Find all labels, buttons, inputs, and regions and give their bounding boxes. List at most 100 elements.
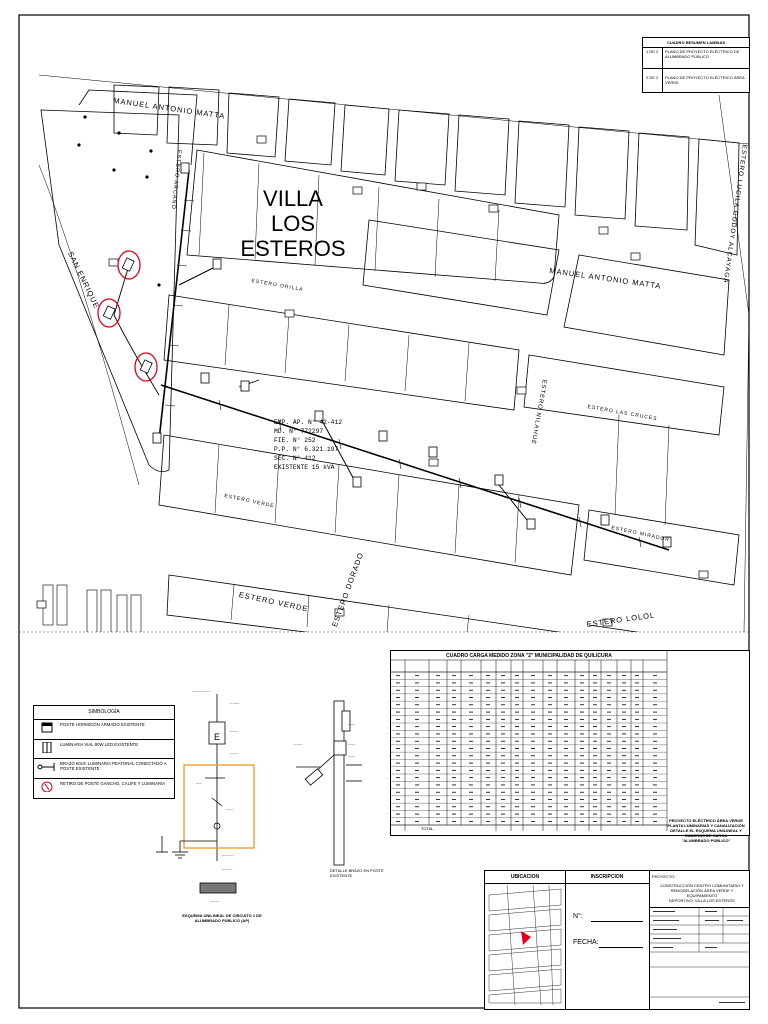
load-table-cell-mark	[501, 791, 505, 793]
load-table-cell-mark	[486, 675, 490, 677]
load-table-cell-mark	[580, 784, 584, 786]
load-table-cell-mark	[593, 784, 597, 786]
load-table-cell-mark	[580, 769, 584, 771]
load-table-cell-mark	[593, 755, 597, 757]
legend-box: SIMBOLOGÍA POSTE HORMIGÓN ARMADO EXISTEN…	[33, 705, 175, 799]
load-table-cell-mark	[548, 675, 552, 677]
load-table-cell-mark	[396, 718, 400, 720]
removal-poles	[102, 257, 153, 374]
load-table-cell-mark	[469, 718, 473, 720]
load-table-cell-mark	[436, 718, 440, 720]
load-table-cell-mark	[436, 791, 440, 793]
load-table-cell-mark	[580, 718, 584, 720]
load-table-cell-mark	[531, 799, 535, 800]
load-table-cell-mark	[531, 791, 535, 793]
load-table-cell-mark	[531, 726, 535, 728]
load-table-cell-mark	[415, 755, 419, 757]
svg-text:----------: ----------	[222, 853, 234, 857]
load-table-cell-mark	[531, 733, 535, 735]
load-table-cell-mark	[580, 755, 584, 757]
load-table-cell-mark	[501, 697, 505, 698]
load-table-cell-mark	[515, 777, 519, 779]
load-table-cell-mark	[564, 726, 568, 728]
load-table-cell-mark	[531, 740, 535, 742]
load-table-cell-mark	[415, 799, 419, 800]
load-table-cell-mark	[436, 689, 440, 691]
load-table-cell-mark	[607, 820, 611, 822]
load-table-cell-mark	[501, 799, 505, 800]
load-table-cell-mark	[564, 791, 568, 793]
load-table-cell-mark	[501, 704, 505, 706]
load-table-cell-mark	[501, 726, 505, 728]
load-table-cell-mark	[593, 704, 597, 706]
load-table-cell-mark	[635, 682, 639, 684]
load-table-cell-mark	[436, 769, 440, 771]
load-table-cell-mark	[622, 740, 626, 742]
load-table-cell-mark	[564, 711, 568, 713]
number-label: N°:	[573, 913, 583, 920]
load-table-cell-mark	[396, 689, 400, 691]
load-table-cell-mark	[396, 748, 400, 749]
load-table-cell-mark	[635, 777, 639, 779]
load-table-cell-mark	[580, 711, 584, 713]
load-table-cell-mark	[469, 689, 473, 691]
load-table-cell-mark	[580, 799, 584, 800]
load-table-cell-mark	[593, 675, 597, 677]
load-table-cell-mark	[622, 799, 626, 800]
load-table-cell-mark	[515, 733, 519, 735]
load-table-cell-mark	[469, 791, 473, 793]
load-table-cell-mark	[531, 689, 535, 691]
load-table-cell-mark	[531, 769, 535, 771]
load-table-cell-mark	[593, 740, 597, 742]
load-table-cell-mark	[436, 748, 440, 749]
load-table-cell-mark	[564, 784, 568, 786]
load-table-cell-mark	[436, 784, 440, 786]
legend-item-bracket: BRAZO 60cm LUMINARIA PEATONAL CONECTADO …	[34, 758, 174, 777]
load-table-cell-mark	[531, 682, 535, 684]
load-table-cell-mark	[469, 777, 473, 779]
svg-text:-----: -----	[196, 781, 203, 785]
load-table-cell-mark	[564, 748, 568, 749]
load-table-cell-mark	[436, 682, 440, 684]
load-table-cell-mark	[580, 777, 584, 779]
load-table-cell-mark	[531, 762, 535, 764]
load-table-cell-mark	[593, 697, 597, 698]
load-table-cell-mark	[653, 748, 657, 749]
load-table-cell-mark	[452, 777, 456, 779]
load-table-cell-mark	[415, 791, 419, 793]
load-table-cell-mark	[486, 791, 490, 793]
svg-text:------: ------	[348, 722, 356, 726]
load-table-cell-mark	[501, 762, 505, 764]
city-blocks	[38, 74, 749, 632]
load-table-cell-mark	[564, 806, 568, 808]
title-block-grid	[649, 907, 749, 1003]
site-plan-map	[36, 74, 749, 632]
load-table-cell-mark	[580, 697, 584, 698]
load-table-cell-mark	[486, 762, 490, 764]
load-table-cell-mark	[515, 711, 519, 713]
load-table-cell-mark	[580, 733, 584, 735]
load-table-cell-mark	[635, 769, 639, 771]
svg-text:------: ------	[348, 754, 356, 758]
load-table-cell-mark	[501, 689, 505, 691]
load-table-cell-mark	[486, 784, 490, 786]
load-table-cell-mark	[486, 769, 490, 771]
load-table-cell-mark	[531, 704, 535, 706]
load-table-cell-mark	[564, 740, 568, 742]
load-table-cell-mark	[580, 762, 584, 764]
load-table-cell-mark	[548, 791, 552, 793]
load-table-cell-mark	[580, 791, 584, 793]
load-table-cell-mark	[501, 748, 505, 749]
load-table-cell-mark	[515, 791, 519, 793]
load-table-cell-mark	[469, 748, 473, 749]
load-table-cell-mark	[452, 799, 456, 800]
load-table-cell-mark	[452, 682, 456, 684]
inscription-panel: INSCRIPCION N°: FECHA:	[565, 871, 650, 1009]
load-table-cell-mark	[486, 806, 490, 808]
load-table-cell-mark	[622, 813, 626, 815]
load-table-cell-mark	[415, 820, 419, 822]
luminaires	[152, 162, 672, 548]
load-table-cell-mark	[622, 682, 626, 684]
load-table-cell-mark	[436, 711, 440, 713]
load-table-cell-mark	[501, 718, 505, 720]
